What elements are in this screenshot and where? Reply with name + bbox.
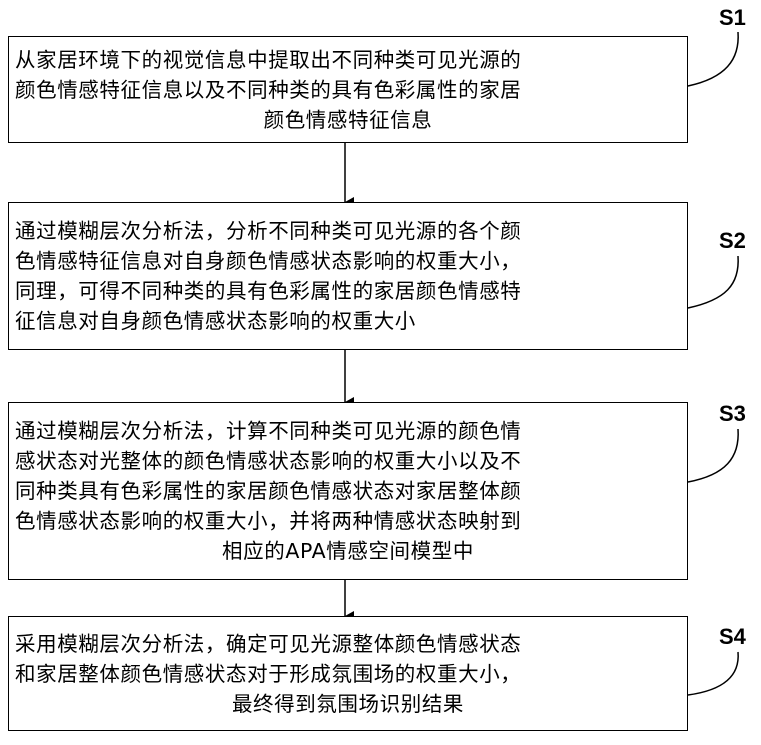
step-text-line: 同理，可得不同种类的具有色彩属性的家居颜色情感特	[9, 276, 687, 306]
leader-s3	[688, 429, 738, 482]
step-text-line: 色情感状态影响的权重大小，并将两种情感状态映射到	[9, 506, 687, 536]
step-label-s4: S4	[719, 624, 746, 650]
step-text-line: 采用模糊层次分析法，确定可见光源整体颜色情感状态	[9, 629, 687, 659]
leader-s1	[688, 32, 738, 86]
step-text-line: 征信息对自身颜色情感状态影响的权重大小	[9, 306, 687, 336]
step-text-line: 通过模糊层次分析法，计算不同种类可见光源的颜色情	[9, 416, 687, 446]
step-text-line: 最终得到氛围场识别结果	[9, 689, 687, 719]
step-label-s3: S3	[719, 401, 746, 427]
step-box-s2: 通过模糊层次分析法，分析不同种类可见光源的各个颜 色情感特征信息对自身颜色情感状…	[8, 202, 688, 350]
step-label-s1: S1	[719, 5, 746, 31]
step-box-s4: 采用模糊层次分析法，确定可见光源整体颜色情感状态 和家居整体颜色情感状态对于形成…	[8, 616, 688, 731]
leader-s4	[688, 652, 738, 695]
step-box-s3: 通过模糊层次分析法，计算不同种类可见光源的颜色情 感状态对光整体的颜色情感状态影…	[8, 402, 688, 580]
step-box-s1: 从家居环境下的视觉信息中提取出不同种类可见光源的 颜色情感特征信息以及不同种类的…	[8, 36, 688, 143]
step-text-line: 和家居整体颜色情感状态对于形成氛围场的权重大小，	[9, 659, 687, 689]
step-text-line: 感状态对光整体的颜色情感状态影响的权重大小以及不	[9, 446, 687, 476]
step-text-line: 颜色情感特征信息以及不同种类的具有色彩属性的家居	[9, 75, 687, 105]
step-text-line: 颜色情感特征信息	[9, 105, 687, 135]
step-text-line: 通过模糊层次分析法，分析不同种类可见光源的各个颜	[9, 216, 687, 246]
step-text-line: 从家居环境下的视觉信息中提取出不同种类可见光源的	[9, 45, 687, 75]
step-label-s2: S2	[719, 228, 746, 254]
leader-s2	[688, 256, 738, 308]
step-text-line: 相应的APA情感空间模型中	[9, 536, 687, 566]
step-text-line: 同种类具有色彩属性的家居颜色情感状态对家居整体颜	[9, 476, 687, 506]
step-text-line: 色情感特征信息对自身颜色情感状态影响的权重大小，	[9, 246, 687, 276]
